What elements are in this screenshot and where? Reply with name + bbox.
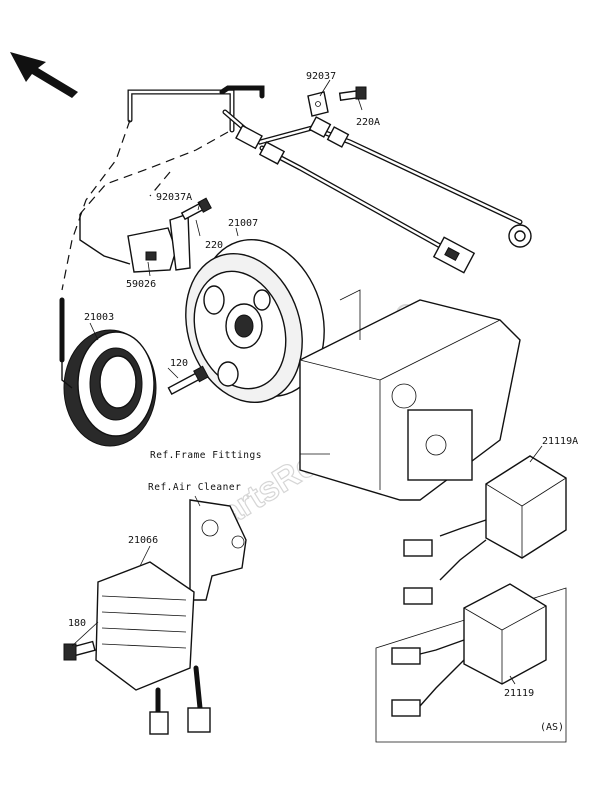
label-92037: 92037	[306, 71, 336, 82]
label-21119a: 21119A	[542, 436, 578, 447]
bracket-92037	[307, 91, 329, 117]
bolt-180	[63, 640, 96, 661]
ref-frame-fittings: Ref.Frame Fittings	[150, 450, 262, 461]
label-59026: 59026	[126, 279, 156, 290]
front-arrow-icon	[10, 52, 78, 98]
label-as: (AS)	[540, 722, 564, 733]
stator-21003	[59, 297, 157, 447]
label-21003: 21003	[84, 312, 114, 323]
harness-connectors	[235, 116, 532, 274]
label-220: 220	[205, 240, 223, 251]
label-180: 180	[68, 618, 86, 629]
bolt-220a	[338, 86, 367, 102]
label-21119: 21119	[504, 688, 534, 699]
label-92037a: 92037A	[156, 192, 192, 203]
label-120: 120	[170, 358, 188, 369]
label-21007: 21007	[228, 218, 258, 229]
label-21066: 21066	[128, 535, 158, 546]
cdi-unit-21119	[375, 583, 567, 743]
leader-lines	[71, 79, 543, 685]
regulator-21066	[95, 561, 211, 735]
bolt-120	[167, 365, 209, 395]
rotor-21007	[185, 238, 325, 404]
frame-fittings	[299, 289, 521, 501]
ref-air-cleaner: Ref.Air Cleaner	[148, 482, 241, 493]
clamp-59026	[127, 213, 191, 273]
cdi-unit-21119a	[403, 455, 567, 605]
bolt-220	[180, 197, 212, 221]
label-220a: 220A	[356, 117, 380, 128]
